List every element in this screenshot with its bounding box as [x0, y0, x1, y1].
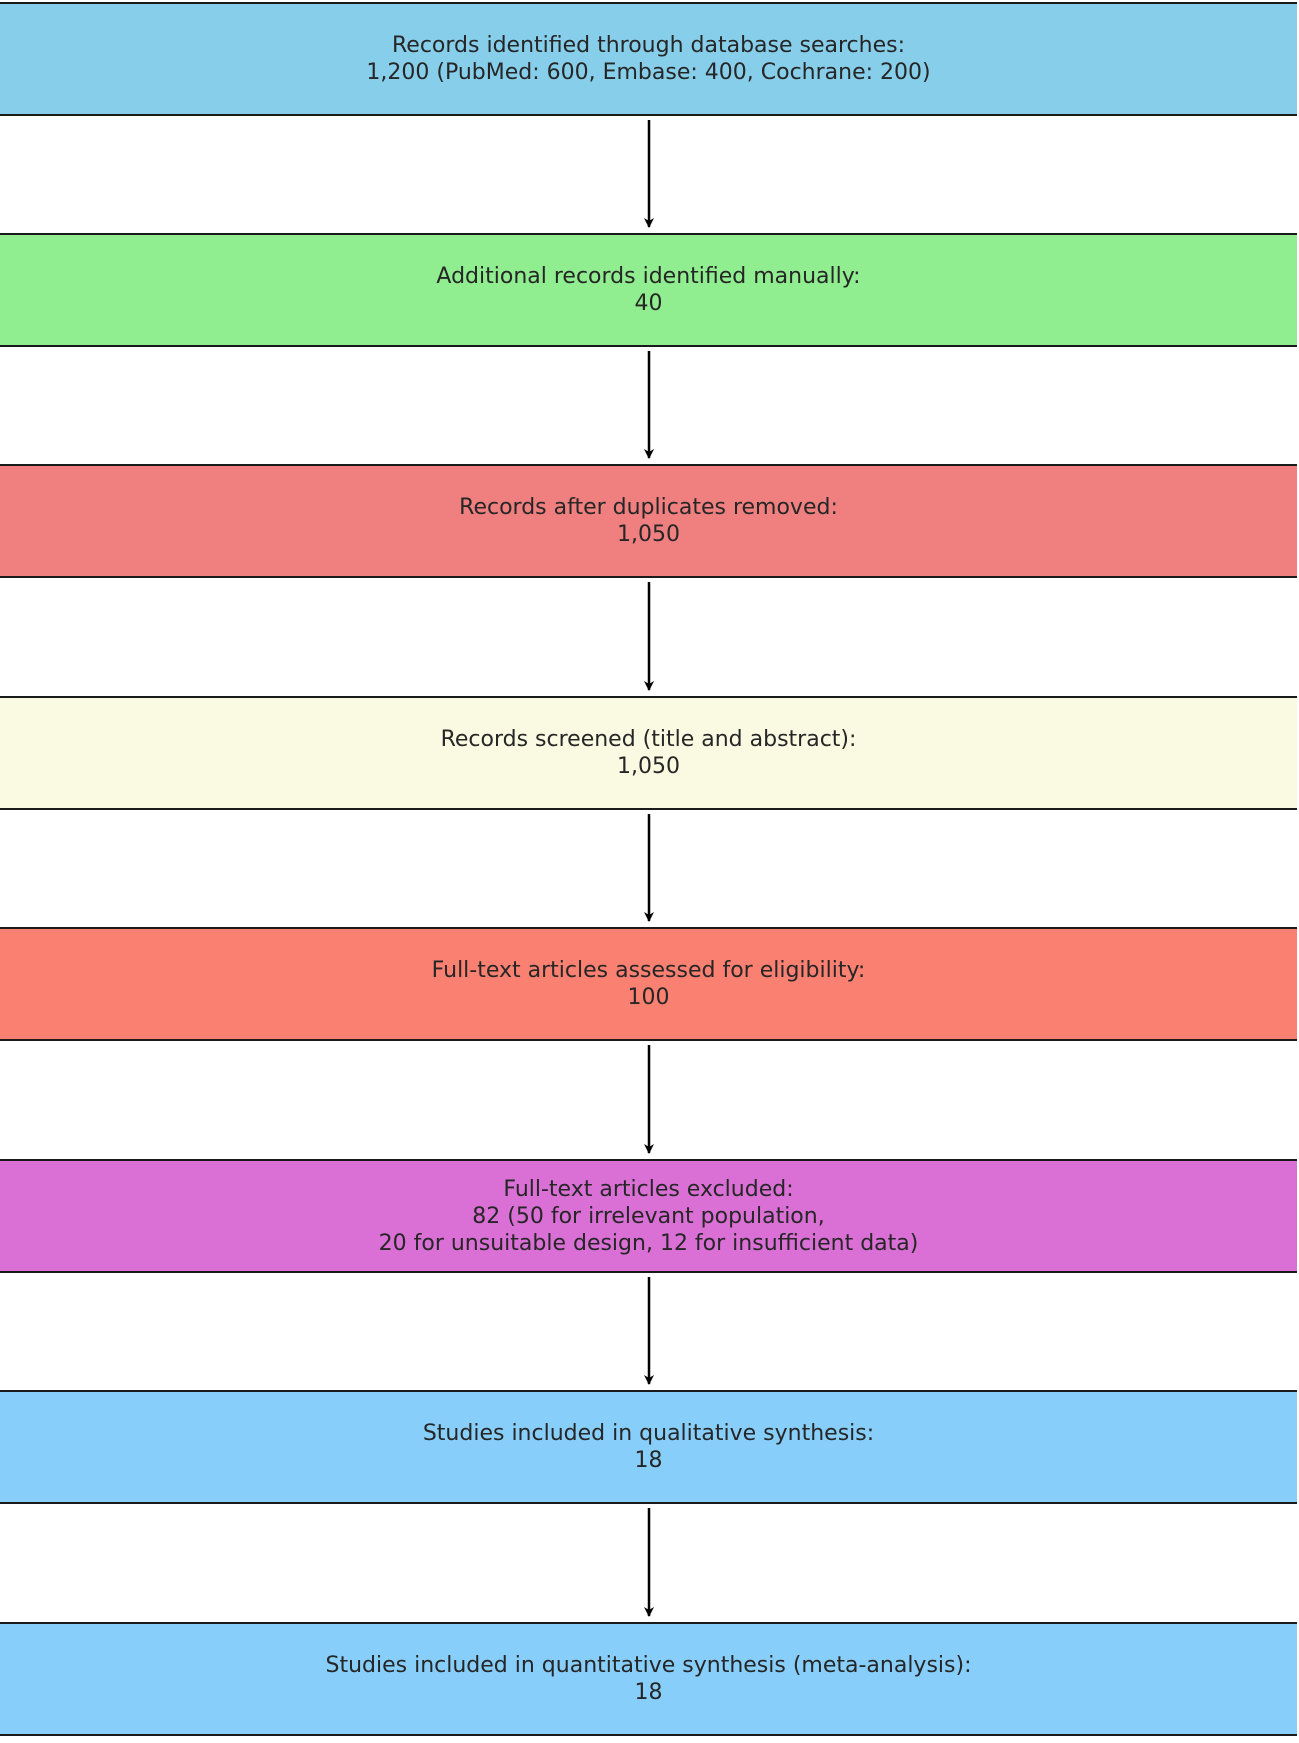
box-qualitative-synthesis-line-1: Studies included in qualitative synthesi… — [422, 1421, 875, 1446]
box-qualitative-synthesis-line-2: 18 — [634, 1448, 663, 1473]
box-manual-records: Additional records identified manually: … — [0, 233, 1297, 347]
box-full-text-excluded-line-1: Full-text articles excluded: — [503, 1176, 794, 1202]
box-quantitative-synthesis: Studies included in quantitative synthes… — [0, 1622, 1297, 1736]
box-quantitative-synthesis-line-2: 18 — [634, 1680, 663, 1705]
box-full-text-excluded-line-3: 20 for unsuitable design, 12 for insuffi… — [378, 1230, 919, 1256]
box-manual-records-line-2: 40 — [634, 291, 663, 316]
box-full-text-assessed-line-1: Full-text articles assessed for eligibil… — [431, 958, 866, 983]
box-database-searches: Records identified through database sear… — [0, 2, 1297, 116]
box-duplicates-removed-line-1: Records after duplicates removed: — [459, 495, 838, 520]
box-full-text-excluded: Full-text articles excluded: 82 (50 for … — [0, 1159, 1297, 1273]
box-duplicates-removed-line-2: 1,050 — [617, 522, 680, 547]
box-database-searches-line-2: 1,200 (PubMed: 600, Embase: 400, Cochran… — [366, 60, 931, 85]
box-records-screened-line-2: 1,050 — [617, 754, 680, 779]
box-full-text-assessed-line-2: 100 — [627, 985, 670, 1010]
box-records-screened-line-1: Records screened (title and abstract): — [440, 727, 857, 752]
box-qualitative-synthesis: Studies included in qualitative synthesi… — [0, 1390, 1297, 1504]
box-full-text-excluded-line-2: 82 (50 for irrelevant population, — [472, 1203, 825, 1229]
box-full-text-assessed: Full-text articles assessed for eligibil… — [0, 927, 1297, 1041]
box-database-searches-line-1: Records identified through database sear… — [391, 33, 906, 58]
box-duplicates-removed: Records after duplicates removed: 1,050 — [0, 464, 1297, 578]
box-quantitative-synthesis-line-1: Studies included in quantitative synthes… — [325, 1653, 972, 1678]
box-records-screened: Records screened (title and abstract): 1… — [0, 696, 1297, 810]
box-manual-records-line-1: Additional records identified manually: — [436, 264, 861, 289]
